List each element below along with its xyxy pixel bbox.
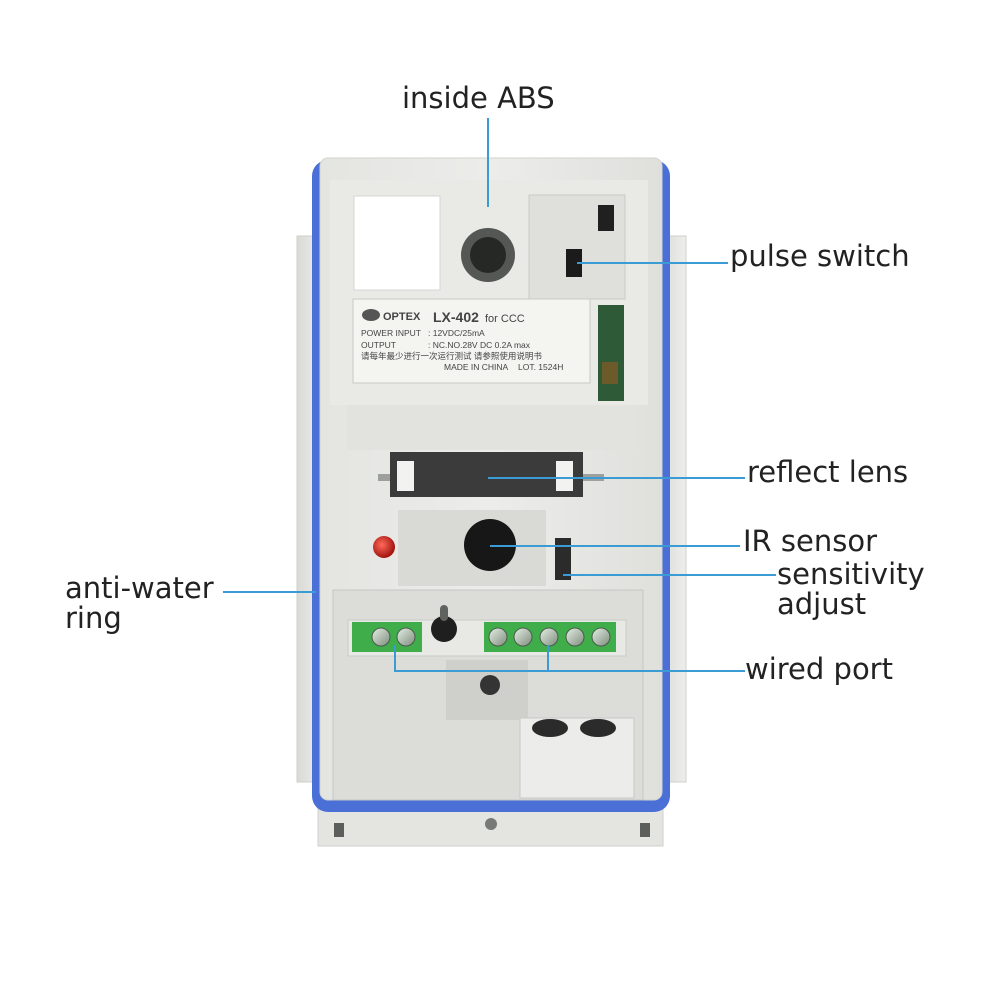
- callout-anti-water-ring-line2: ring: [65, 601, 122, 635]
- label-made-in: MADE IN CHINA: [444, 362, 509, 372]
- callout-ir-sensor: IR sensor: [743, 524, 878, 558]
- label-lot: LOT. 1524H: [518, 362, 563, 372]
- callout-anti-water-ring-line1: anti-water: [65, 571, 214, 605]
- label-power-key: POWER INPUT: [361, 328, 421, 338]
- mounting-screw: [431, 616, 457, 642]
- abs-hole-inner: [470, 237, 506, 273]
- callout-inside-abs: inside ABS: [402, 81, 555, 115]
- bottom-screw-hole: [485, 818, 497, 830]
- pulse-switch-slot: [598, 205, 614, 231]
- cable-clamp-screw: [580, 719, 616, 737]
- pcb-edge: [598, 305, 624, 401]
- callout-wired-port: wired port: [745, 652, 893, 686]
- label-power-value: : 12VDC/25mA: [428, 328, 485, 338]
- status-led: [373, 536, 395, 558]
- mid-step: [347, 405, 635, 450]
- white-sensor-window: [353, 195, 441, 291]
- callout-reflect-lens: reflect lens: [747, 455, 909, 489]
- label-output-key: OUTPUT: [361, 340, 396, 350]
- reflect-lens-bracket: [390, 452, 583, 497]
- pcb-component: [602, 362, 618, 384]
- label-brand: OPTEX: [383, 311, 421, 323]
- leader-wired-port: [394, 645, 745, 672]
- reflect-lens-clip-right: [556, 461, 573, 491]
- cable-entry-hole: [480, 675, 500, 695]
- optex-logo: [362, 309, 380, 321]
- label-model-suffix: for CCC: [485, 313, 525, 325]
- terminal-screw: [371, 627, 391, 647]
- cable-clamp-screw: [532, 719, 568, 737]
- label-output-value: : NC.NO.28V DC 0.2A max: [428, 340, 531, 350]
- terminal-screw: [539, 627, 559, 647]
- product-label: [352, 298, 591, 384]
- pulse-switch: [566, 249, 582, 277]
- callout-sensitivity-adjust-line1: sensitivity: [777, 557, 925, 591]
- terminal-screw: [488, 627, 508, 647]
- sensitivity-adjust-slot: [555, 538, 571, 580]
- foot-slot-left: [334, 823, 344, 837]
- label-chinese-note: 请每年最少进行一次运行测试 请参照使用说明书: [361, 351, 542, 361]
- terminal-screw: [565, 627, 585, 647]
- label-model: LX-402: [433, 309, 479, 325]
- reflect-lens-clip-left: [397, 461, 414, 491]
- foot-slot-right: [640, 823, 650, 837]
- mounting-screw-slot: [440, 605, 448, 621]
- terminal-screw: [591, 627, 611, 647]
- callout-sensitivity-adjust-line2: adjust: [777, 587, 867, 621]
- terminal-screw: [396, 627, 416, 647]
- terminal-screw: [513, 627, 533, 647]
- callout-pulse-switch: pulse switch: [730, 239, 910, 273]
